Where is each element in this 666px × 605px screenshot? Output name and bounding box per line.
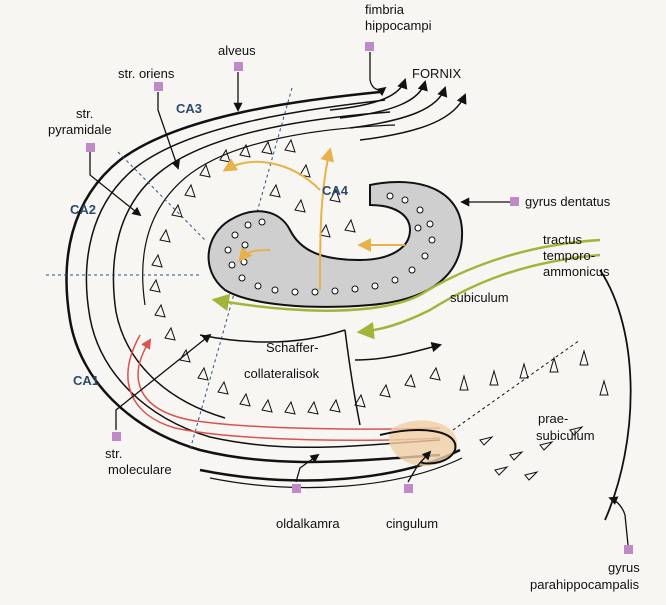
label-gyrus-parahippocampalis-2: parahippocampalis (530, 577, 640, 592)
region-ca4: CA4 (322, 183, 349, 198)
outer-layers (65, 90, 463, 489)
label-alveus: alveus (218, 43, 256, 58)
label-praesubiculum-2: subiculum (536, 428, 595, 443)
label-str-pyramidale-2: pyramidale (48, 122, 112, 137)
region-ca1: CA1 (73, 373, 99, 388)
leader-lines (89, 52, 629, 546)
label-tractus-1: tractus (543, 232, 583, 247)
mossy-fibers (222, 147, 405, 291)
perforant-path (211, 238, 601, 340)
label-fimbria-2: hippocampi (365, 18, 432, 33)
praesubiculum-divider (452, 339, 581, 431)
fornix-fibers (329, 78, 467, 141)
parahippocampal-curve (599, 269, 632, 521)
label-markers (86, 42, 633, 554)
praesubiculum-cells (459, 349, 609, 481)
label-schaffer-1: Schaffer- (266, 340, 319, 355)
label-str-moleculare-2: moleculare (108, 462, 172, 477)
region-ca2: CA2 (70, 202, 96, 217)
label-oldalkamra: oldalkamra (276, 516, 340, 531)
label-str-pyramidale-1: str. (76, 106, 93, 121)
label-tractus-2: temporo- (543, 248, 595, 263)
granule-cells (224, 192, 436, 296)
region-ca3: CA3 (176, 101, 202, 116)
dentate-gyrus-shape (207, 181, 464, 308)
label-str-oriens: str. oriens (118, 66, 175, 81)
label-gyrus-dentatus: gyrus dentatus (525, 194, 611, 209)
label-praesubiculum-1: prae- (538, 411, 568, 426)
ventricle-curve (379, 429, 457, 465)
label-gyrus-parahippocampalis-1: gyrus (608, 560, 640, 575)
schaffer-collaterals-path (127, 334, 441, 442)
label-str-moleculare-1: str. (105, 446, 122, 461)
label-fornix: FORNIX (412, 66, 461, 81)
label-subiculum: subiculum (450, 290, 509, 305)
label-tractus-3: ammonicus (543, 264, 610, 279)
ca2-ca3-divider (117, 151, 206, 241)
label-fimbria-1: fimbria (365, 2, 405, 17)
label-cingulum: cingulum (386, 516, 438, 531)
schaffer-axon (199, 329, 443, 426)
label-schaffer-2: collateralisok (244, 366, 320, 381)
